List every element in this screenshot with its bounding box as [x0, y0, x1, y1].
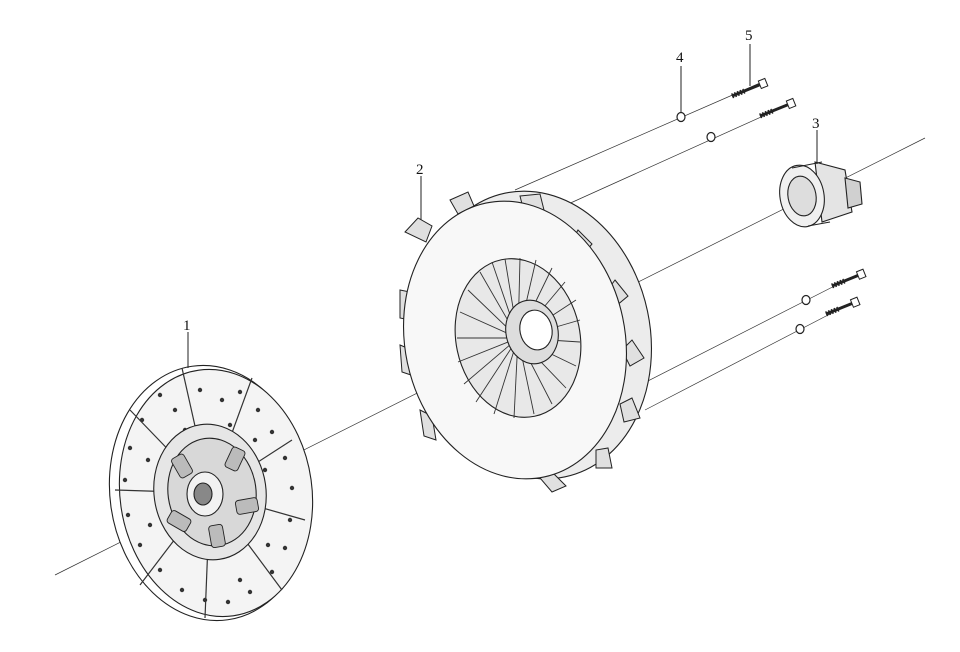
bolt-axis-line-upper-1 [514, 82, 761, 191]
callout-3: 3 [812, 116, 820, 132]
callout-4: 4 [676, 50, 684, 66]
bolt-axis-line-lower-2 [644, 299, 858, 411]
bolt-axis-line-upper-2 [554, 102, 793, 211]
release-bearing [779, 161, 863, 228]
bolts [731, 77, 867, 317]
clutch-pressure-plate [399, 190, 653, 493]
callout-2: 2 [416, 162, 424, 178]
callout-5: 5 [745, 28, 753, 44]
bolt-axis-line-lower-1 [639, 271, 863, 386]
clutch-disc [108, 364, 314, 622]
washers [676, 111, 811, 335]
callout-1: 1 [183, 318, 191, 334]
